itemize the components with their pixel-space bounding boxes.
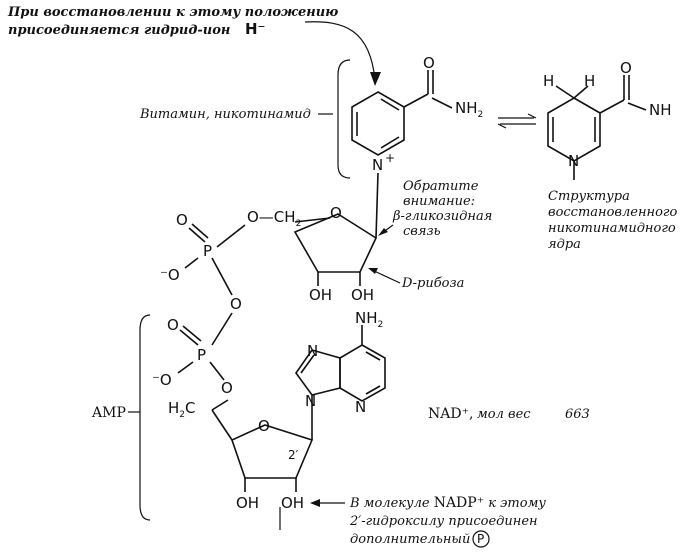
ribose-lower-oh-3: OH	[236, 494, 259, 512]
reduced-label-line3: никотинамидного	[548, 221, 676, 236]
hydride-arrowhead	[370, 72, 381, 86]
ribose-label: D-рибоза	[401, 276, 464, 291]
nicotinamide-ring	[351, 70, 453, 156]
attention-line3: β-гликозидная	[392, 209, 492, 224]
equilibrium-arrows	[497, 113, 537, 129]
ribose-lower	[211, 399, 314, 530]
reduced-label-line4: ядра	[548, 237, 581, 252]
phosphate-circle-icon	[472, 530, 490, 548]
reduced-label-line2: восстановленного	[548, 205, 677, 220]
mol-wt-label: мол вес	[477, 407, 531, 422]
ribose-lower-ring-o: O	[258, 417, 270, 435]
ribose-upper	[293, 172, 379, 286]
pyridinium-charge: +	[385, 151, 395, 165]
amp-bracket	[139, 314, 151, 521]
adenine	[295, 325, 386, 440]
phosphate-lower-o-ester: O	[221, 379, 233, 397]
adenine-n3: N	[355, 398, 366, 416]
adenine-nh2: NH2	[355, 309, 383, 330]
glycosidic-arrowhead	[378, 228, 388, 236]
attention-line1: Обратите	[403, 179, 479, 194]
amide-nh2: NH2	[455, 99, 483, 120]
phosphate-circle-letter: P	[477, 532, 484, 546]
mol-wt-value: 663	[565, 407, 590, 422]
phosphate-upper-o-double: O	[176, 211, 188, 229]
ribose-arrow	[371, 269, 401, 284]
ch2-upper: O—CH2	[247, 208, 301, 229]
phosphate-upper-o-minus: ⁻O	[160, 266, 180, 284]
nad-label: NAD⁺,	[428, 406, 473, 422]
ribose-oh-2: OH	[309, 286, 332, 304]
bridging-o: O	[230, 295, 242, 313]
phosphate-upper-p: P	[203, 242, 212, 260]
phosphate-lower-p: P	[197, 346, 206, 364]
ribose-arrowhead	[368, 268, 378, 274]
reduced-amide-nh: NH	[649, 101, 672, 119]
ribose-oh-3: OH	[351, 286, 374, 304]
reduced-n: N	[568, 152, 579, 170]
prime-2-label: 2′	[288, 448, 299, 462]
reduced-h-right: H	[584, 72, 595, 90]
reduced-ring	[547, 75, 647, 180]
nadp-note-line2: 2′-гидроксилу присоединен	[349, 514, 538, 529]
attention-line2: внимание:	[403, 194, 475, 209]
phosphate-lower-o-minus: ⁻O	[152, 371, 172, 389]
nadp-arrowhead	[310, 499, 320, 507]
reduced-amide-o: O	[620, 59, 632, 77]
pyridinium-n: N	[372, 156, 383, 174]
vitamin-label: Витамин, никотинамид	[139, 107, 311, 122]
adenine-n7: N	[307, 342, 318, 360]
hydride-note-line1: При восстановлении к этому положению	[7, 5, 338, 20]
amp-label: AMP	[91, 405, 126, 421]
phosphate-lower	[177, 312, 233, 381]
h2c: H2C	[168, 399, 196, 420]
hydride-symbol: H⁻	[245, 20, 265, 38]
nadp-note-line3: дополнительный	[350, 532, 470, 547]
reduced-h-left: H	[543, 72, 554, 90]
ribose-lower-oh-2: OH	[281, 494, 304, 512]
phosphate-upper	[184, 223, 246, 296]
ribose-ring-o: O	[330, 204, 342, 222]
vitamin-bracket	[337, 59, 351, 179]
hydride-arrow	[304, 21, 376, 81]
nadp-note-line1: В молекуле NADP⁺ к этому	[349, 495, 546, 511]
adenine-n9: N	[305, 392, 316, 410]
attention-line4: связь	[403, 224, 441, 239]
hydride-note-line2: присоединяется гидрид-ион	[8, 23, 230, 38]
reduced-label-line1: Структура	[548, 189, 630, 204]
phosphate-lower-o-double: O	[167, 316, 179, 334]
amide-o: O	[423, 54, 435, 72]
